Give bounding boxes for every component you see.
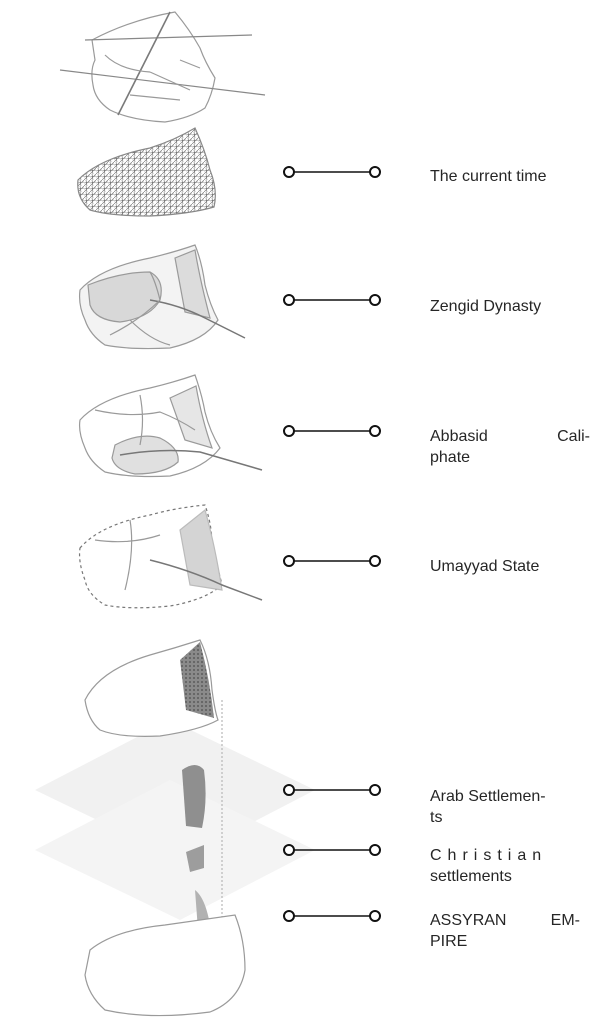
label-abbasid-line2: phate — [430, 447, 590, 468]
label-assyrian: ASSYRAN EM- PIRE — [430, 910, 580, 952]
label-arab-line1: Arab Settlemen- — [430, 786, 600, 807]
label-arab-line2: ts — [430, 807, 600, 828]
label-abbasid-line1: Abbasid Cali- — [430, 426, 590, 447]
label-umayyad: Umayyad State — [430, 556, 600, 577]
map-current-time — [78, 128, 216, 216]
label-assyrian-line1: ASSYRAN EM- — [430, 910, 580, 931]
label-current-time: The current time — [430, 166, 600, 187]
connector-christian — [282, 842, 382, 858]
label-christian-line1: Christian — [430, 845, 580, 866]
label-christian-line2: settlements — [430, 866, 580, 887]
map-historic-layers — [35, 640, 315, 1016]
connector-zengid — [282, 292, 382, 308]
connector-umayyad — [282, 553, 382, 569]
label-zengid: Zengid Dynasty — [430, 296, 600, 317]
connector-abbasid — [282, 423, 382, 439]
label-abbasid: Abbasid Cali- phate — [430, 426, 590, 468]
connector-current-time — [282, 164, 382, 180]
map-abbasid — [80, 375, 262, 477]
map-zengid — [80, 245, 245, 349]
label-arab: Arab Settlemen- ts — [430, 786, 600, 828]
label-christian: Christian settlements — [430, 845, 580, 887]
connector-arab — [282, 782, 382, 798]
connector-assyrian — [282, 908, 382, 924]
map-umayyad — [80, 505, 262, 608]
map-base-roads — [60, 12, 265, 122]
label-assyrian-line2: PIRE — [430, 931, 580, 952]
